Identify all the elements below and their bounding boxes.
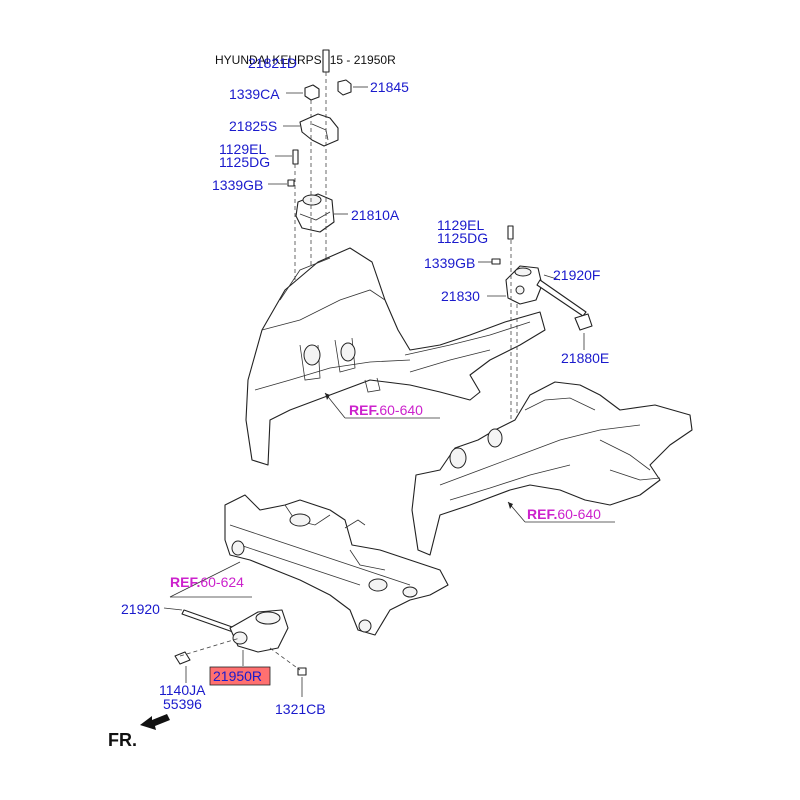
- bolt-21920[interactable]: [181, 609, 236, 633]
- label-21920[interactable]: 21920: [121, 601, 160, 617]
- label-1129EL-left[interactable]: 1129EL: [219, 141, 266, 157]
- bolt-21821D[interactable]: [322, 49, 330, 73]
- label-1125DG-left[interactable]: 1125DG: [219, 154, 270, 170]
- label-21821D[interactable]: 21821D: [248, 55, 297, 71]
- front-label: FR.: [108, 730, 137, 750]
- left-frame-member: [245, 247, 546, 466]
- label-21845[interactable]: 21845: [370, 79, 409, 95]
- diagram-title: HYUNDAI KEURPSE15 - 21950R: [215, 53, 396, 67]
- ref-60-640-lower[interactable]: REF.60-640: [527, 506, 601, 522]
- front-direction-indicator: FR.: [108, 714, 170, 750]
- bolt-21920F[interactable]: [536, 279, 587, 317]
- label-1321CB[interactable]: 1321CB: [275, 701, 326, 717]
- washer-1339GB-left[interactable]: [287, 179, 295, 187]
- nut-1339CA[interactable]: [304, 84, 320, 101]
- label-21830[interactable]: 21830: [441, 288, 480, 304]
- bolt-1129EL-left[interactable]: [292, 149, 299, 165]
- label-1339GB-left[interactable]: 1339GB: [212, 177, 263, 193]
- right-frame-member: [411, 381, 693, 556]
- label-55396[interactable]: 55396: [163, 696, 202, 712]
- label-21825S[interactable]: 21825S: [229, 118, 277, 134]
- label-21920F[interactable]: 21920F: [553, 267, 600, 283]
- label-1140JA[interactable]: 1140JA: [159, 682, 206, 698]
- bolt-1129EL-right[interactable]: [507, 225, 514, 240]
- label-1129EL-right[interactable]: 1129EL: [437, 217, 484, 233]
- highlight-21950R: [209, 666, 271, 686]
- lower-mount-assembly: [174, 609, 307, 676]
- ref-60-640-upper[interactable]: REF.60-640: [349, 402, 423, 418]
- front-arrow-icon: [140, 714, 170, 730]
- mount-21830[interactable]: [505, 265, 543, 305]
- label-21880E[interactable]: 21880E: [561, 350, 609, 366]
- nut-1321CB[interactable]: [297, 667, 307, 676]
- label-1339GB-right[interactable]: 1339GB: [424, 255, 475, 271]
- ref-60-624[interactable]: REF.60-624: [170, 574, 244, 590]
- subframe: [224, 494, 449, 636]
- label-21950R[interactable]: 21950R: [213, 668, 262, 684]
- nut-21845[interactable]: [337, 79, 352, 96]
- bracket-21825S[interactable]: [299, 113, 339, 147]
- washer-1339GB-right[interactable]: [491, 258, 501, 265]
- right-mount-stack: [491, 225, 593, 470]
- label-1339CA[interactable]: 1339CA: [229, 86, 280, 102]
- left-mount-stack: [287, 49, 352, 345]
- bracket-21880E[interactable]: [574, 313, 593, 331]
- bolt-1140JA[interactable]: [174, 651, 191, 665]
- label-21810A[interactable]: 21810A: [351, 207, 400, 223]
- label-1125DG-right[interactable]: 1125DG: [437, 230, 488, 246]
